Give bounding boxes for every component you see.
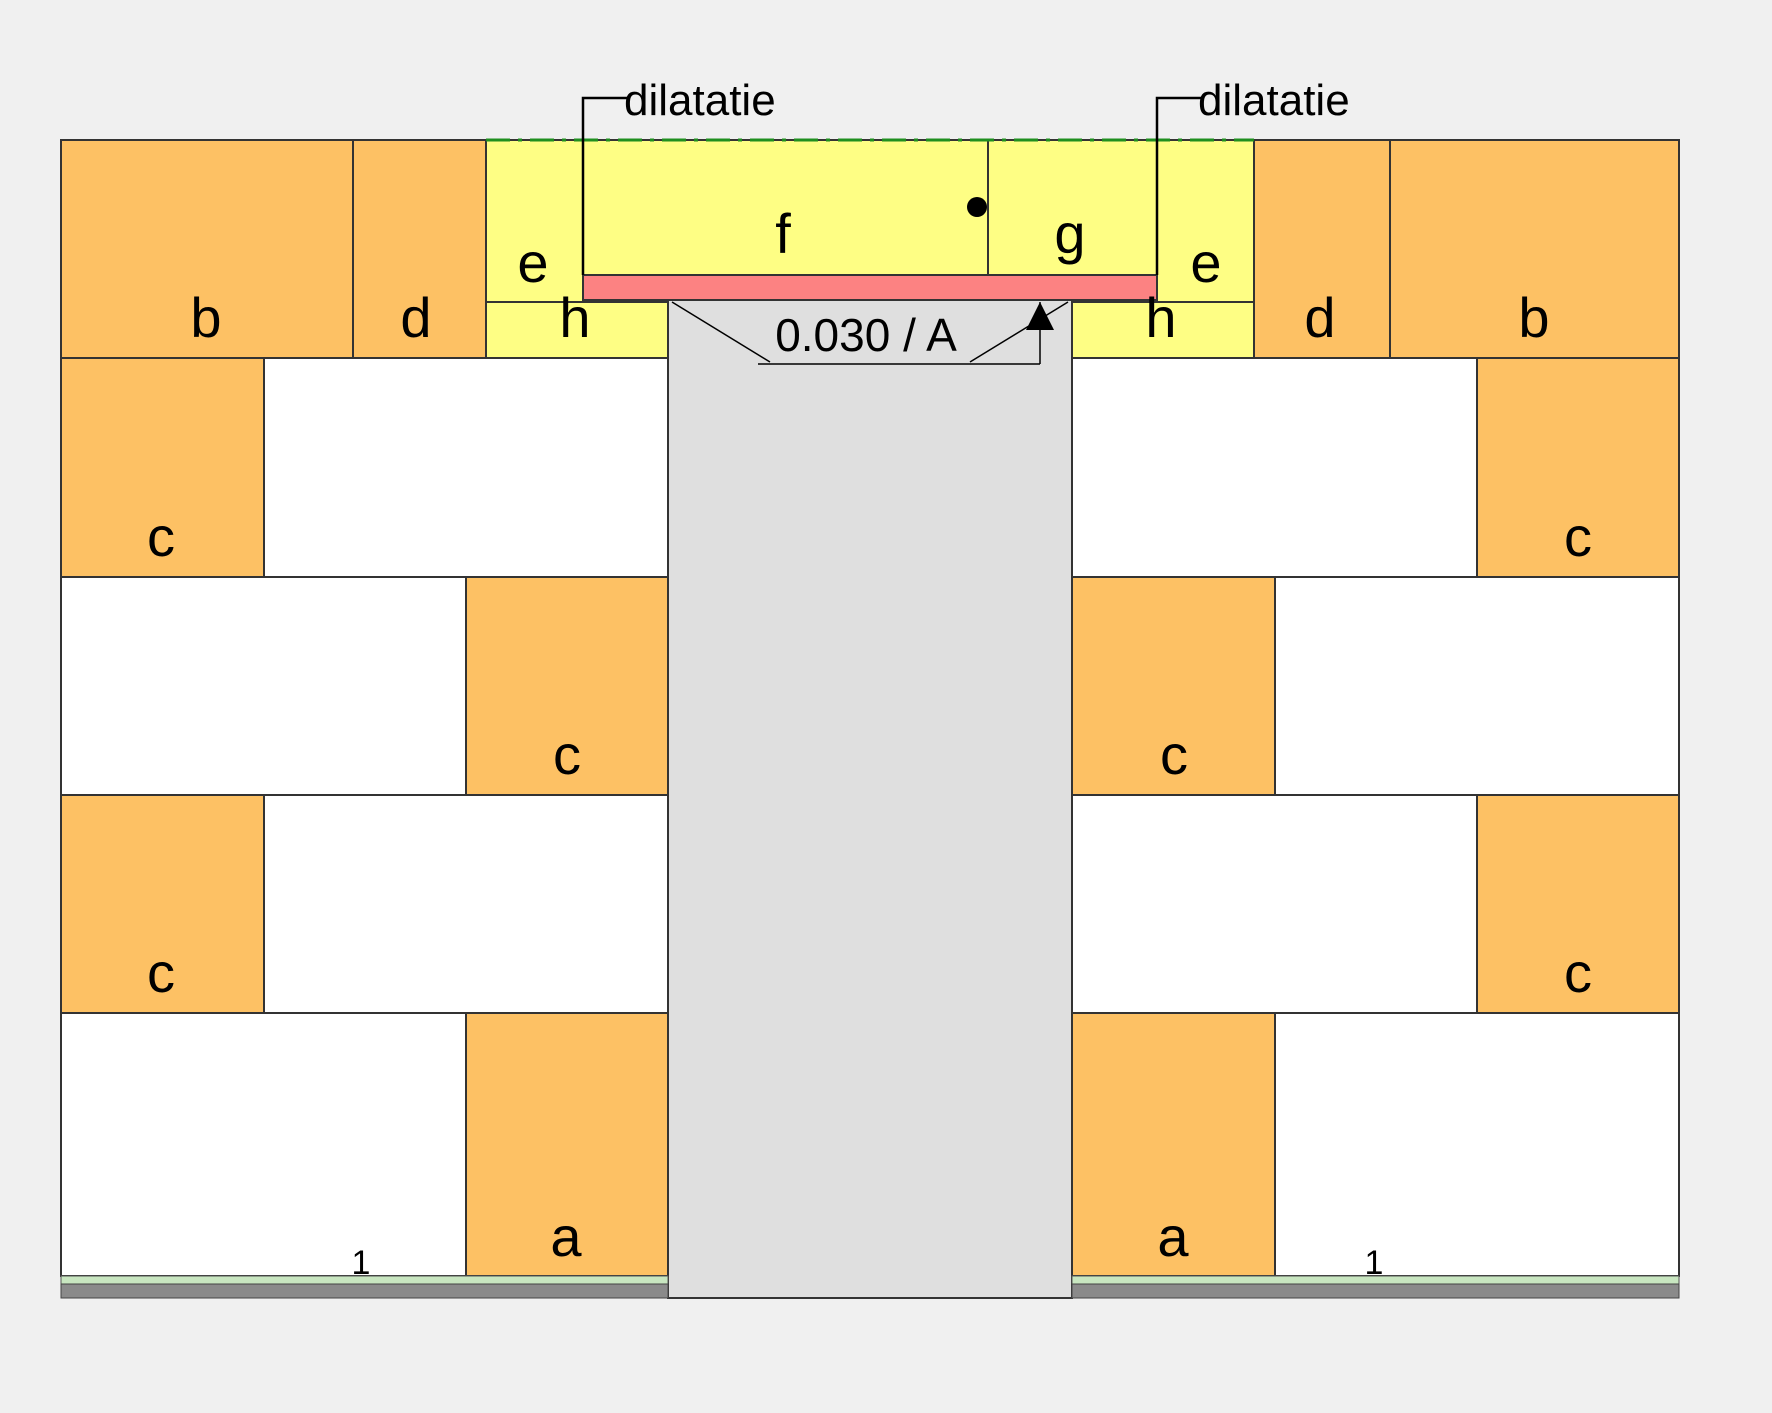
- dilatation-markers: [581, 96, 1202, 275]
- brick-d-left: [352, 139, 487, 359]
- brick-white-left-row5: [60, 1012, 467, 1277]
- base-strips: [60, 1275, 1680, 1299]
- label-d-left: d: [400, 286, 431, 349]
- lintel-dimension-label: 0.030 / A: [775, 309, 957, 361]
- brick-white-left-row2: [263, 357, 669, 578]
- block-h-right: [1071, 301, 1255, 359]
- label-h-right: h: [1145, 286, 1176, 349]
- lintel-dimension-annotation: [671, 301, 1069, 365]
- brick-white-left-row4: [263, 794, 669, 1014]
- label-d-right: d: [1304, 286, 1335, 349]
- dimension-leader-left: [671, 301, 771, 363]
- brick-white-right-row2: [1071, 357, 1478, 578]
- label-c-right-row4: c: [1564, 941, 1592, 1004]
- label-b-left: b: [190, 286, 221, 349]
- dimension-arrow-icon: [1026, 302, 1054, 330]
- label-c-left-row2: c: [147, 505, 175, 568]
- label-g: g: [1054, 202, 1085, 265]
- dilatatie-leader-right: [1155, 96, 1202, 275]
- wall-opening: [667, 299, 1073, 1299]
- brick-white-right-row3: [1274, 576, 1680, 796]
- dilatatie-leader-left: [581, 96, 628, 275]
- label-c-right-row3: c: [1160, 723, 1188, 786]
- brick-c-right-row3: [1071, 576, 1276, 796]
- block-e-left: [485, 139, 584, 303]
- row-number-right: 1: [1365, 1244, 1384, 1282]
- base-strip-right-gray: [1071, 1283, 1680, 1299]
- label-c-left-row4: c: [147, 941, 175, 1004]
- brick-white-right-row4: [1071, 794, 1478, 1014]
- right-wall: [1071, 139, 1680, 1277]
- brick-c-left-row3: [465, 576, 669, 796]
- dimension-leader-right: [969, 301, 1069, 363]
- label-a-right: a: [1157, 1205, 1189, 1268]
- label-b-right: b: [1518, 286, 1549, 349]
- lintel-support-strip: [582, 274, 1158, 301]
- brick-white-right-row5: [1274, 1012, 1680, 1277]
- marker-dot-icon: [967, 197, 987, 217]
- brick-b-right: [1389, 139, 1680, 359]
- label-e-right: e: [1190, 231, 1221, 294]
- block-f: [582, 139, 989, 276]
- base-strip-left-gray: [60, 1283, 669, 1299]
- brick-b-left: [60, 139, 354, 359]
- brick-c-left-row2: [60, 357, 265, 578]
- label-c-left-row3: c: [553, 723, 581, 786]
- left-wall: [60, 139, 669, 1277]
- brick-a-left: [465, 1012, 669, 1277]
- row-number-left: 1: [352, 1244, 371, 1282]
- brick-c-right-row2: [1476, 357, 1680, 578]
- block-labels: b d e h f g e h d b c c c c c c a a: [147, 202, 1592, 1268]
- block-e-right: [1156, 139, 1255, 303]
- dilatatie-label-right: dilatatie: [1198, 76, 1350, 125]
- label-c-right-row2: c: [1564, 505, 1592, 568]
- block-h-left: [485, 301, 669, 359]
- label-e-left: e: [517, 231, 548, 294]
- label-h-left: h: [559, 286, 590, 349]
- lintel-zone: [485, 139, 1255, 359]
- brick-white-left-row3: [60, 576, 467, 796]
- label-a-left: a: [550, 1205, 582, 1268]
- brick-a-right: [1071, 1012, 1276, 1277]
- dilatatie-label-left: dilatatie: [624, 76, 776, 125]
- brick-c-right-row4: [1476, 794, 1680, 1014]
- label-f: f: [775, 202, 791, 265]
